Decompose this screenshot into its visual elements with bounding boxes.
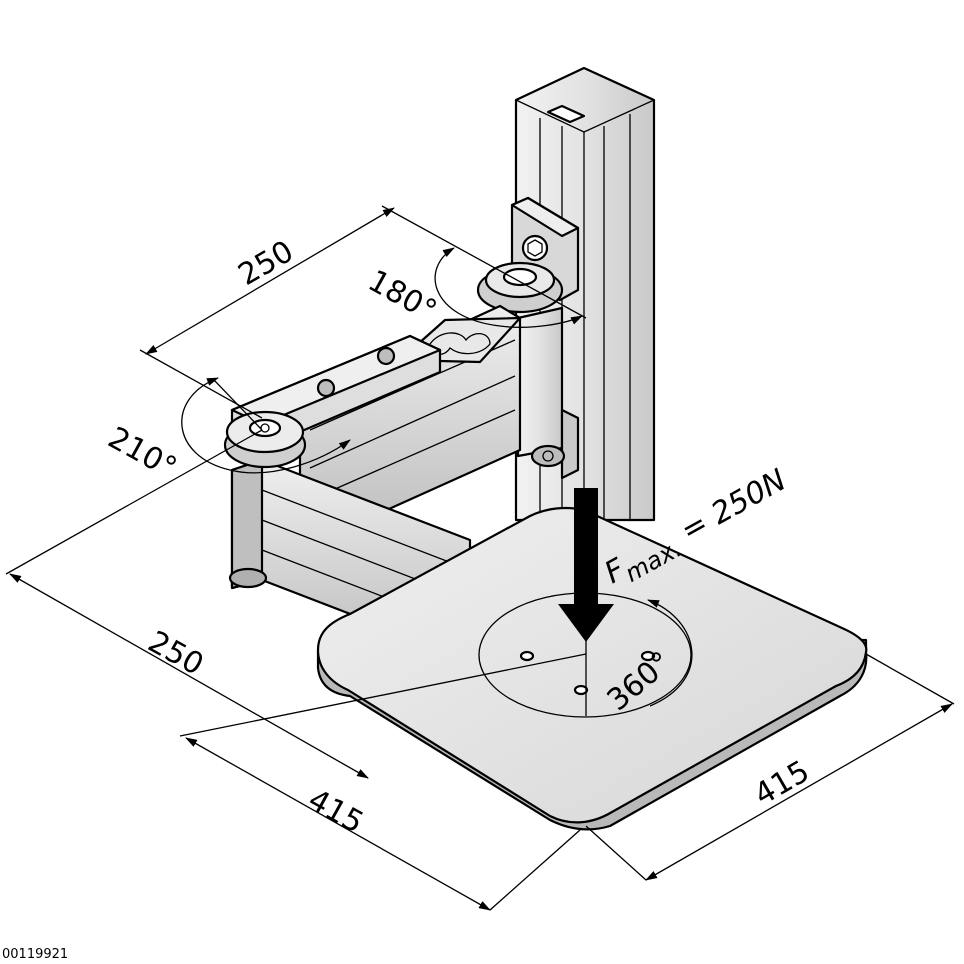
force-value: = 250N — [675, 463, 792, 549]
dimension-upper-arm-250: 250 — [233, 234, 300, 293]
dimension-lower-arm-250: 250 — [142, 624, 209, 682]
arm-pivot-head — [223, 410, 307, 469]
reference-number: 00119921 — [2, 947, 68, 962]
force-arrow — [558, 488, 614, 642]
arm-joint-column — [516, 306, 580, 480]
dimension-plate-depth-415: 415 — [749, 754, 816, 813]
dimension-lines — [5, 205, 955, 911]
dimension-rotation-180: 180° — [362, 263, 442, 329]
dimension-plate-width-415: 415 — [302, 782, 369, 840]
dimension-rotation-210: 210° — [102, 420, 182, 486]
